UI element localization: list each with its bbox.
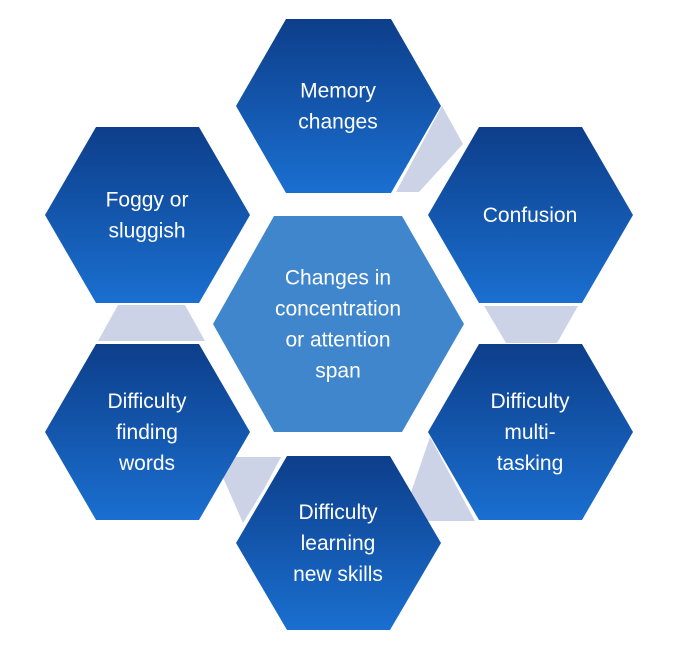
hexagon-foggy [45, 127, 250, 303]
connectors [98, 106, 578, 523]
label-multitasking: Difficulty multi-tasking [491, 390, 570, 475]
label-center: Changes in concentration or attention span [275, 267, 401, 383]
label-line: concentration [275, 298, 401, 321]
hexagon-center [213, 216, 464, 432]
connector-finding-foggy [98, 305, 205, 341]
connector-confusion-multitasking [484, 306, 578, 343]
hexagon-confusion [428, 127, 633, 303]
hexagon-finding-words [45, 344, 250, 520]
connector-multitasking-learning [405, 437, 475, 521]
label-line: Difficulty [491, 390, 570, 413]
label-line: Difficulty [108, 390, 187, 413]
hexagon-memory [236, 19, 441, 193]
label-line: Changes in [285, 267, 391, 290]
label-line: Confusion [483, 204, 578, 227]
label-learning: Difficulty learning new skills [293, 501, 383, 586]
hexagon-multitasking [428, 344, 633, 520]
label-finding-words: Difficulty finding words [108, 390, 187, 475]
connector-memory-confusion [396, 106, 463, 192]
label-line: words [118, 452, 175, 475]
label-line: Memory [300, 80, 376, 103]
label-line: finding [116, 421, 178, 444]
label-line: new skills [293, 563, 383, 586]
label-line: tasking [497, 452, 564, 475]
connector-learning-finding [214, 457, 281, 523]
label-line: or attention [285, 329, 390, 352]
hexagon-learning [236, 456, 441, 630]
label-line: Difficulty [299, 501, 378, 524]
label-line: multi- [504, 421, 555, 444]
label-line: learning [301, 532, 376, 555]
label-line: Foggy or [106, 189, 189, 212]
label-confusion: Confusion [483, 204, 578, 227]
label-line: span [315, 360, 361, 383]
label-foggy: Foggy or sluggish [106, 189, 189, 243]
label-line: changes [298, 111, 377, 134]
label-memory: Memory changes [298, 80, 377, 134]
label-line: sluggish [108, 220, 185, 243]
